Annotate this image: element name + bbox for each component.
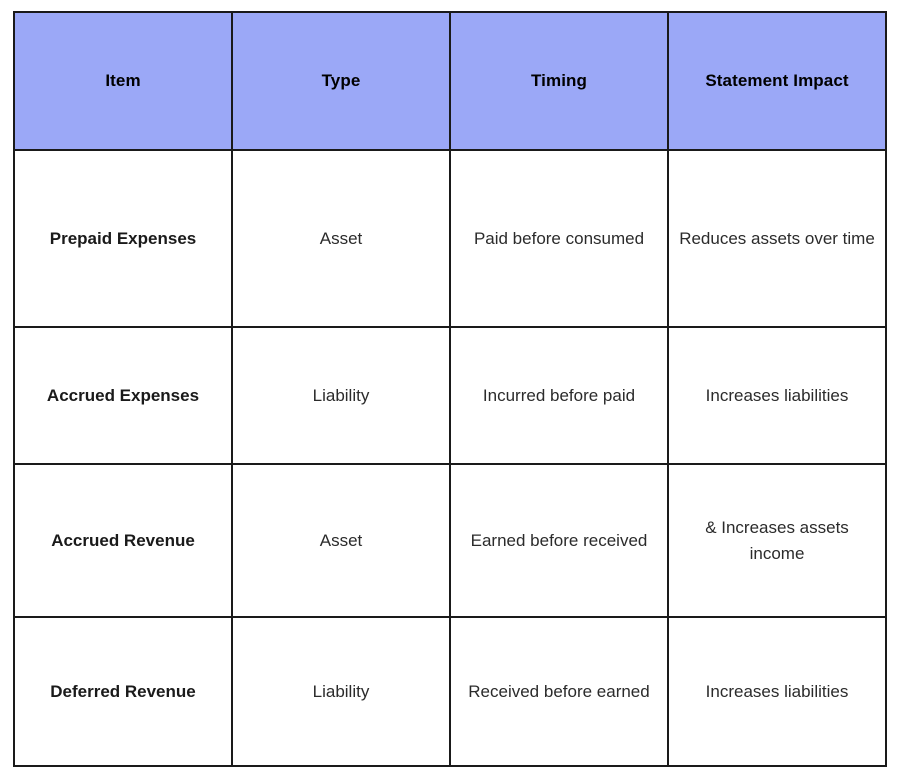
column-header-type: Type	[231, 11, 451, 151]
table-row: Prepaid Expenses Asset Paid before consu…	[13, 149, 887, 328]
cell-timing: Paid before consumed	[449, 149, 669, 328]
comparison-table-container: Item Type Timing Statement Impact Prepai…	[13, 11, 887, 767]
table-row: Accrued Revenue Asset Earned before rece…	[13, 463, 887, 618]
cell-type: Liability	[231, 326, 451, 465]
column-header-statement-impact: Statement Impact	[667, 11, 887, 151]
column-header-timing: Timing	[449, 11, 669, 151]
page-canvas: Item Type Timing Statement Impact Prepai…	[13, 11, 887, 767]
cell-timing: Earned before received	[449, 463, 669, 618]
table-body: Prepaid Expenses Asset Paid before consu…	[13, 149, 887, 767]
cell-timing: Incurred before paid	[449, 326, 669, 465]
cell-timing: Received before earned	[449, 616, 669, 767]
cell-item: Accrued Revenue	[13, 463, 233, 618]
cell-statement-impact: & Increases assets income	[667, 463, 887, 618]
cell-type: Asset	[231, 463, 451, 618]
cell-statement-impact: Reduces assets over time	[667, 149, 887, 328]
cell-type: Liability	[231, 616, 451, 767]
table-header: Item Type Timing Statement Impact	[13, 11, 887, 151]
column-header-item: Item	[13, 11, 233, 151]
cell-statement-impact: Increases liabilities	[667, 616, 887, 767]
accounting-comparison-table: Item Type Timing Statement Impact Prepai…	[13, 11, 887, 767]
table-header-row: Item Type Timing Statement Impact	[13, 11, 887, 151]
cell-item: Deferred Revenue	[13, 616, 233, 767]
cell-item: Accrued Expenses	[13, 326, 233, 465]
cell-type: Asset	[231, 149, 451, 328]
table-row: Accrued Expenses Liability Incurred befo…	[13, 326, 887, 465]
cell-item: Prepaid Expenses	[13, 149, 233, 328]
cell-statement-impact: Increases liabilities	[667, 326, 887, 465]
table-row: Deferred Revenue Liability Received befo…	[13, 616, 887, 767]
